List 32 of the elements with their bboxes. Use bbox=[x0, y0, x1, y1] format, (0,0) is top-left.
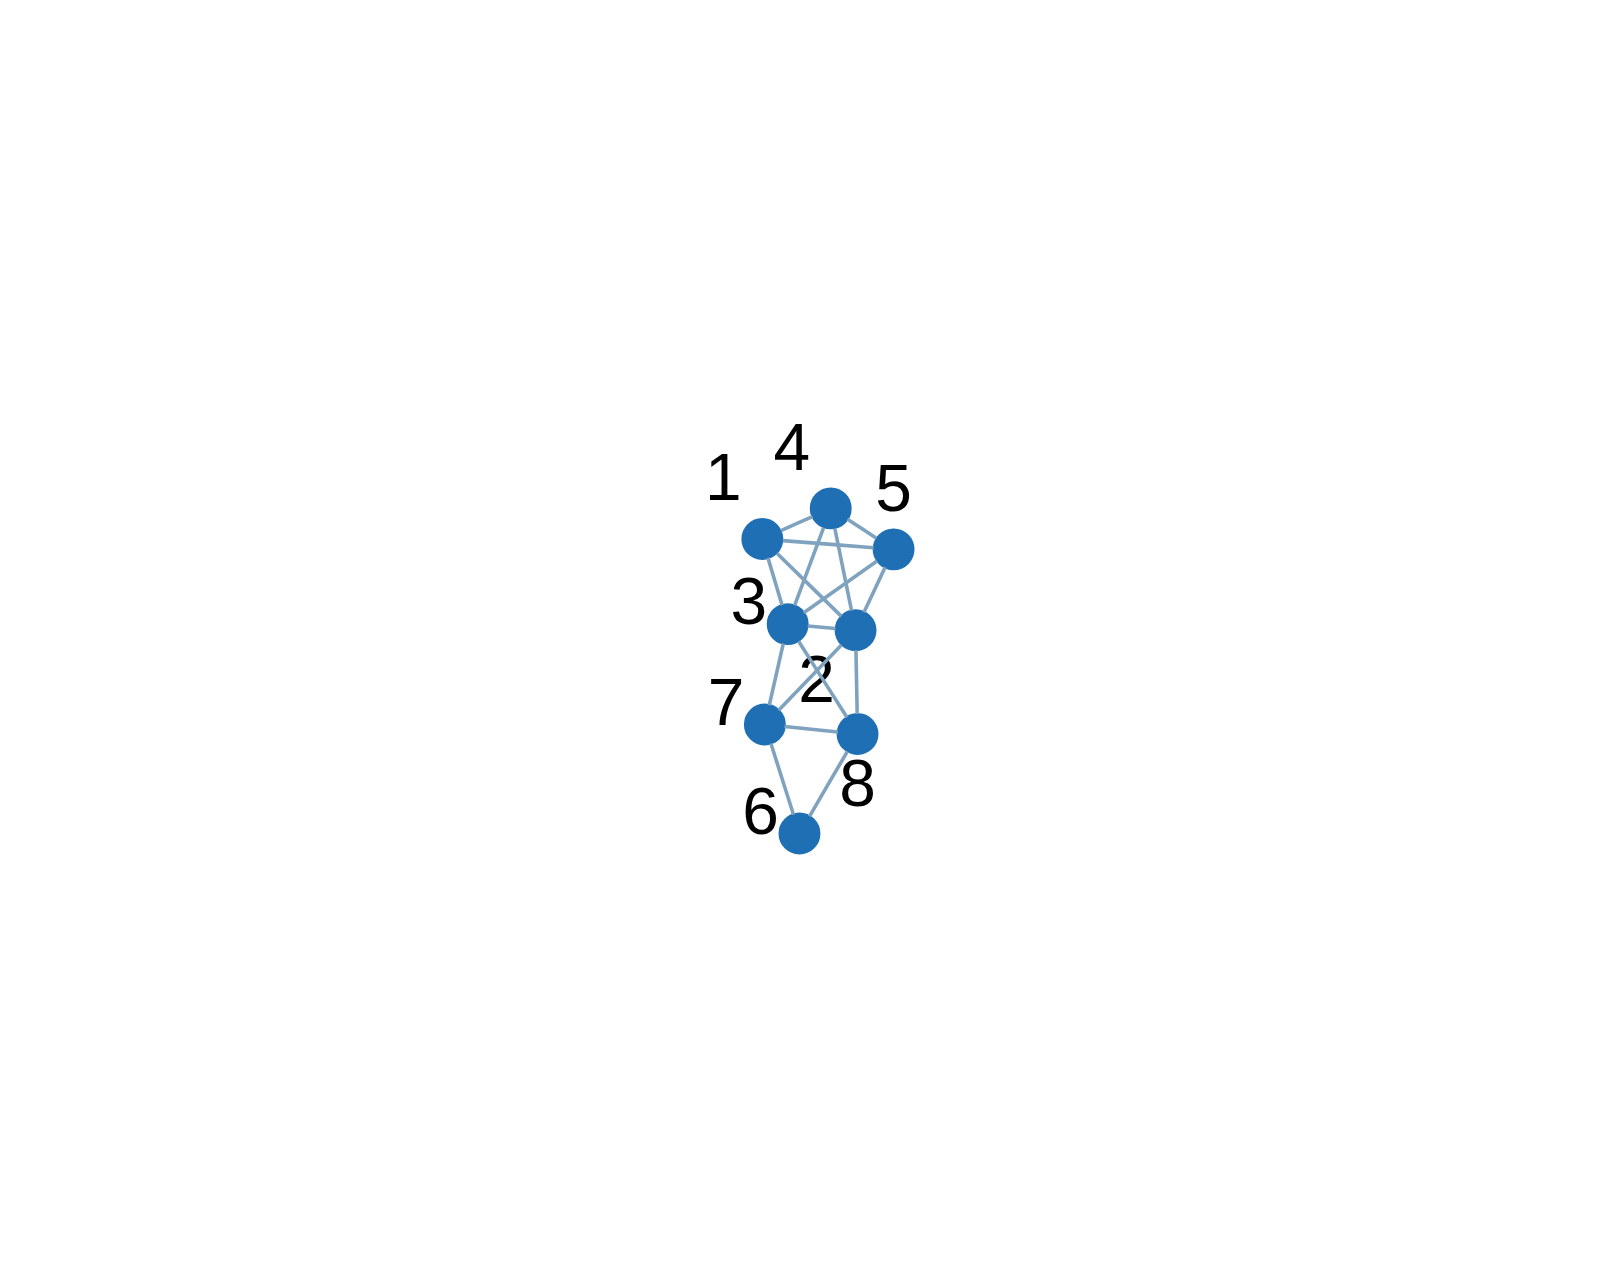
connector bbox=[807, 624, 836, 631]
node-circle bbox=[766, 603, 809, 646]
node-circle bbox=[740, 518, 783, 560]
node-label: 5 bbox=[874, 450, 912, 525]
connector bbox=[767, 643, 785, 706]
node-circle bbox=[743, 703, 786, 746]
node-label: 1 bbox=[704, 440, 742, 515]
node-circle bbox=[834, 609, 876, 652]
connector bbox=[783, 724, 838, 734]
connector bbox=[779, 514, 813, 533]
connector bbox=[768, 742, 795, 816]
connector bbox=[782, 538, 874, 550]
connector bbox=[845, 517, 877, 540]
connector bbox=[775, 551, 843, 618]
node-circle bbox=[836, 713, 878, 755]
node-circle bbox=[778, 812, 820, 855]
connector bbox=[765, 557, 784, 606]
connector bbox=[807, 750, 849, 818]
connector bbox=[861, 566, 887, 614]
node-label: 4 bbox=[773, 409, 810, 484]
connector bbox=[832, 528, 853, 611]
node-label: 7 bbox=[707, 664, 744, 739]
node-label: 8 bbox=[838, 746, 876, 821]
connector bbox=[792, 526, 825, 607]
connector bbox=[853, 650, 859, 715]
node-circle bbox=[809, 487, 852, 530]
node-label: 3 bbox=[729, 564, 767, 639]
node-circle bbox=[872, 528, 915, 571]
node-label: 6 bbox=[741, 773, 779, 848]
connector bbox=[776, 643, 843, 712]
connector bbox=[802, 559, 878, 615]
connector bbox=[796, 640, 848, 719]
